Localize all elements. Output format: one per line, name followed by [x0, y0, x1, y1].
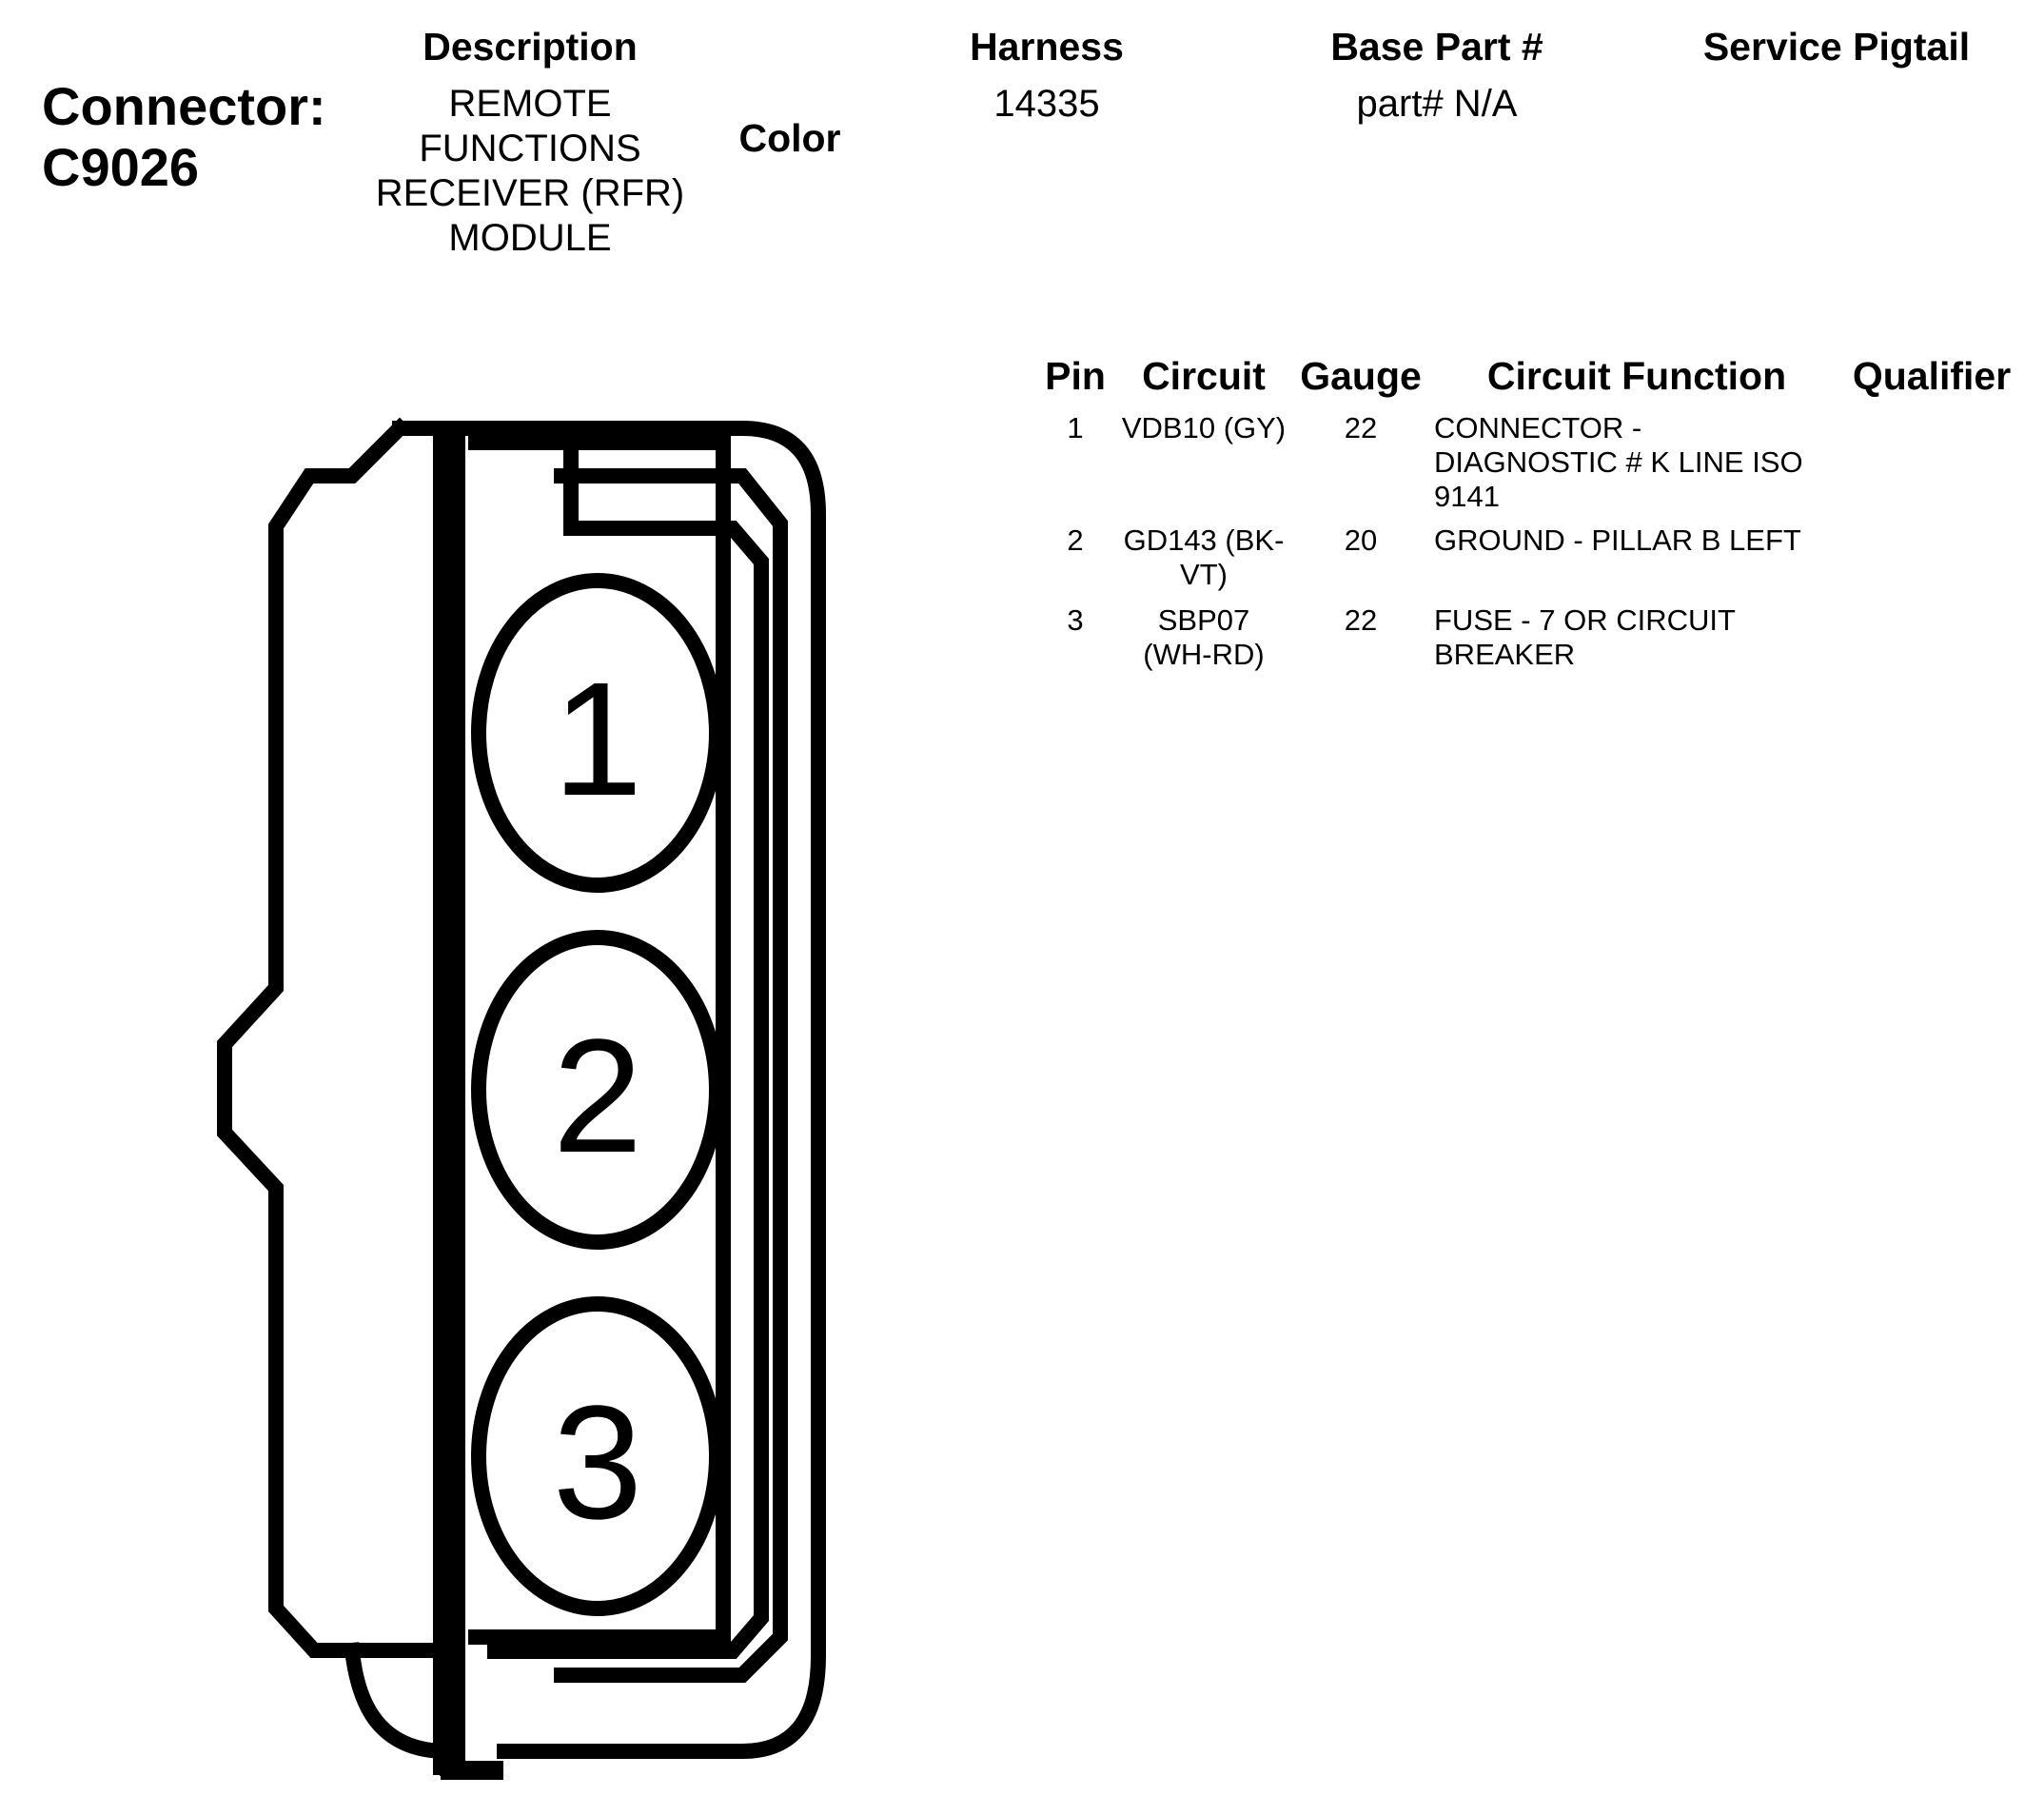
row3-function: FUSE - 7 OR CIRCUIT BREAKER — [1434, 603, 1834, 672]
inner-rail-outer — [554, 468, 788, 1683]
row3-function-line: FUSE - 7 OR CIRCUIT — [1434, 603, 1736, 637]
description-line: MODULE — [448, 217, 612, 259]
harness-header: Harness — [970, 25, 1124, 69]
description-line: REMOTE — [448, 83, 612, 125]
color-header: Color — [738, 116, 841, 160]
description-header: Description — [423, 25, 638, 69]
row3-circuit-line: SBP07 — [1157, 603, 1250, 637]
housing-spine — [433, 433, 465, 1775]
description-line: RECEIVER (RFR) — [375, 172, 685, 214]
row3-function-line: BREAKER — [1434, 638, 1576, 671]
row1-function-line: 9141 — [1434, 480, 1500, 513]
pin-3-circle — [471, 1296, 724, 1616]
row3-gauge: 22 — [1344, 603, 1378, 637]
col-header-circuit-function: Circuit Function — [1486, 354, 1787, 398]
base-part-header: Base Part # — [1330, 25, 1543, 69]
row1-gauge: 22 — [1344, 411, 1378, 444]
col-header-circuit: Circuit — [1142, 354, 1266, 398]
row1-function-line: DIAGNOSTIC # K LINE ISO — [1434, 445, 1803, 479]
spine-foot — [441, 1761, 503, 1780]
col-header-qualifier: Qualifier — [1852, 354, 2012, 398]
connector-title: Connector: C9026 — [42, 76, 326, 198]
row2-circuit-line: VT) — [1180, 558, 1228, 591]
row1-circuit: VDB10 (GY) — [1104, 411, 1304, 445]
connector-label: Connector: — [42, 76, 326, 136]
pin-2-circle — [471, 930, 724, 1250]
row2-function-line: GROUND - PILLAR B LEFT — [1434, 523, 1801, 557]
row2-circuit: GD143 (BK- VT) — [1104, 523, 1304, 592]
pin-1-circle — [471, 573, 724, 893]
description-line: FUNCTIONS — [419, 128, 641, 169]
row2-pin: 2 — [1067, 523, 1084, 557]
row1-circuit-line: VDB10 (GY) — [1121, 411, 1287, 444]
harness-value: 14335 — [993, 83, 1100, 125]
col-header-gauge: Gauge — [1300, 354, 1422, 398]
row3-circuit-line: (WH-RD) — [1143, 638, 1265, 671]
base-part-value: part# N/A — [1356, 83, 1518, 125]
description-value: REMOTE FUNCTIONS RECEIVER (RFR) MODULE — [340, 82, 720, 261]
row1-function-line: CONNECTOR - — [1434, 411, 1642, 444]
row1-function: CONNECTOR - DIAGNOSTIC # K LINE ISO 9141 — [1434, 411, 1834, 514]
inner-rail-inner — [487, 521, 769, 1659]
connector-id: C9026 — [42, 137, 200, 197]
pin-3-label: 3 — [553, 1372, 643, 1553]
row2-gauge: 20 — [1344, 523, 1378, 557]
col-header-pin: Pin — [1045, 354, 1106, 398]
row3-pin: 3 — [1067, 603, 1084, 637]
housing-outline — [217, 417, 445, 1658]
pin-1-label: 1 — [553, 649, 643, 830]
row3-circuit: SBP07 (WH-RD) — [1104, 603, 1304, 672]
row2-function: GROUND - PILLAR B LEFT — [1434, 523, 1834, 558]
row1-pin: 1 — [1067, 411, 1084, 444]
pin-cavity — [468, 435, 731, 1645]
row2-circuit-line: GD143 (BK- — [1123, 523, 1285, 557]
housing-top — [392, 421, 826, 1759]
pin-2-label: 2 — [553, 1006, 643, 1187]
service-pigtail-header: Service Pigtail — [1702, 25, 1971, 69]
